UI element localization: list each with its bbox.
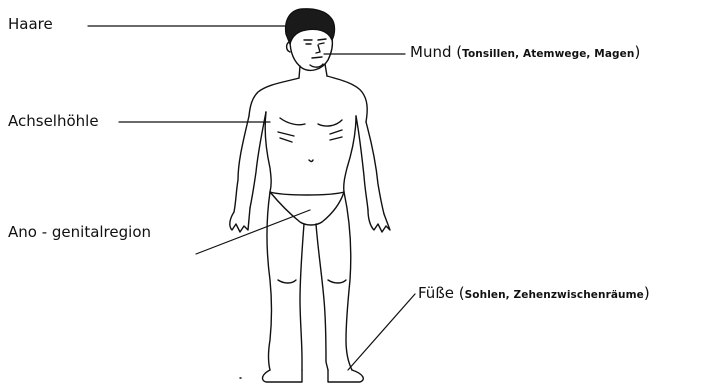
ribs-1 (278, 132, 294, 136)
foot-left (263, 370, 302, 382)
chin (310, 64, 323, 67)
label-mund-detail: Tonsillen, Atemwege, Magen (462, 48, 634, 60)
torso-left (265, 112, 271, 192)
arm-left-outer (234, 116, 249, 212)
ribs-4 (330, 137, 342, 140)
eyebrow-right (318, 39, 326, 40)
arm-right-outer (366, 122, 384, 214)
chest-right (318, 120, 342, 126)
label-mund: Mund (Tonsillen, Atemwege, Magen) (410, 45, 640, 60)
briefs (270, 192, 344, 225)
label-anogenital: Ano - genitalregion (8, 225, 151, 240)
leg-left-inner (300, 224, 304, 370)
label-achselhoehle: Achselhöhle (8, 114, 99, 129)
label-haare-text: Haare (8, 15, 53, 33)
leg-right-inner (316, 224, 328, 370)
eye-right (319, 43, 324, 44)
knee-right (328, 280, 346, 283)
leader-ano (196, 210, 310, 254)
neck-left (299, 66, 300, 78)
torso-right (344, 116, 356, 192)
chest-left (280, 118, 305, 125)
nose (316, 45, 320, 53)
ribs-2 (280, 138, 292, 142)
navel (309, 160, 313, 162)
label-achselhoehle-text: Achselhöhle (8, 112, 99, 130)
foot-right (328, 370, 363, 382)
shoulder-right (327, 76, 367, 122)
knee-left (278, 280, 296, 283)
hand-left (230, 208, 250, 232)
label-fuesse-text: Füße (418, 284, 454, 302)
mouth-shape (312, 57, 322, 58)
shoulder-left (249, 78, 299, 116)
neck-right (325, 64, 327, 76)
arm-right-inner (356, 116, 368, 210)
leader-fuesse (348, 294, 415, 370)
label-mund-text: Mund (410, 43, 451, 61)
hair-shape (286, 9, 335, 44)
hand-right (368, 210, 390, 232)
ribs-3 (330, 130, 342, 134)
label-fuesse: Füße (Sohlen, Zehenzwischenräume) (418, 286, 650, 301)
label-haare: Haare (8, 17, 53, 32)
leg-left-outer (267, 192, 272, 370)
label-anogenital-text: Ano - genitalregion (8, 223, 151, 241)
arm-left-inner (250, 112, 266, 208)
label-fuesse-detail: Sohlen, Zehenzwischenräume (465, 289, 644, 301)
